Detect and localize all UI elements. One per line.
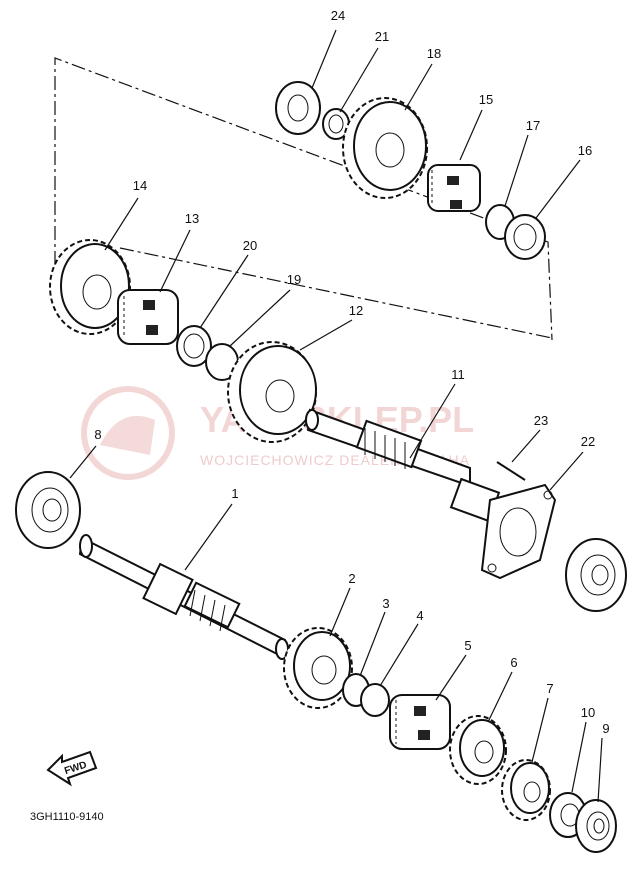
part-5-gear (389, 694, 451, 750)
callout-16: 16 (578, 143, 592, 158)
part-20-washer (176, 325, 212, 367)
part-7-gear (501, 759, 551, 821)
fwd-arrow-icon: FWD (46, 750, 98, 787)
part-6-gear (449, 715, 507, 785)
part-22-bearing-retainer (480, 483, 557, 580)
part-15-gear (427, 164, 481, 212)
part-16-washer (504, 214, 546, 260)
part-12-gear (227, 341, 317, 443)
callout-7: 7 (546, 681, 553, 696)
part-1-drive-axle (78, 534, 289, 660)
callout-9: 9 (602, 721, 609, 736)
part-24-bearing (275, 81, 321, 135)
callout-14: 14 (133, 178, 147, 193)
callout-19: 19 (287, 272, 301, 287)
part-13-gear (117, 289, 179, 345)
callout-8: 8 (94, 427, 101, 442)
part-4-circlip (360, 683, 390, 717)
part-23-screw (496, 461, 526, 481)
part-2-gear (283, 627, 353, 709)
callout-17: 17 (526, 118, 540, 133)
callout-12: 12 (349, 303, 363, 318)
callout-21: 21 (375, 29, 389, 44)
part-right-bearing (565, 538, 627, 612)
callout-1: 1 (231, 486, 238, 501)
part-9-bearing (575, 799, 617, 853)
leader-lines (69, 29, 603, 803)
part-14-gear (49, 239, 131, 335)
callout-5: 5 (464, 638, 471, 653)
part-8-bearing (15, 471, 81, 549)
callout-15: 15 (479, 92, 493, 107)
callout-23: 23 (534, 413, 548, 428)
callout-10: 10 (581, 705, 595, 720)
watermark-logo-icon (81, 386, 175, 480)
callout-6: 6 (510, 655, 517, 670)
callout-13: 13 (185, 211, 199, 226)
drawing-code: 3GH1110-9140 (30, 811, 104, 823)
callout-20: 20 (243, 238, 257, 253)
callout-labels: 24 21 18 15 17 16 14 13 20 19 12 11 23 2… (94, 8, 609, 736)
part-11-main-axle (305, 408, 501, 523)
callout-22: 22 (581, 434, 595, 449)
callout-4: 4 (416, 608, 423, 623)
callout-24: 24 (331, 8, 345, 23)
callout-2: 2 (348, 571, 355, 586)
callout-3: 3 (382, 596, 389, 611)
callout-11: 11 (451, 367, 465, 382)
part-18-gear (342, 97, 428, 199)
callout-18: 18 (427, 46, 441, 61)
